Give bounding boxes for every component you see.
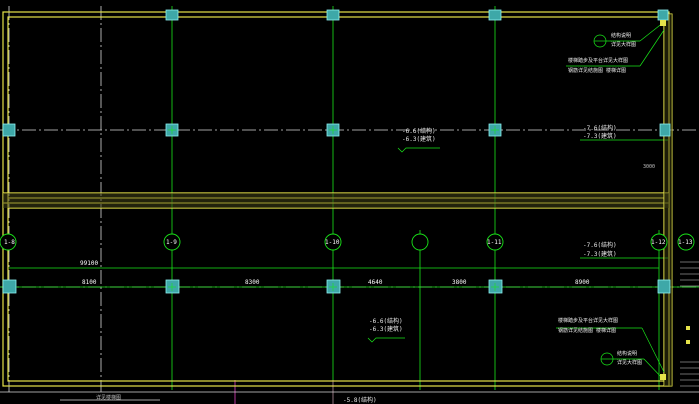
elevation-markers (367, 147, 440, 343)
axis-label: 1-13 (678, 239, 693, 246)
right-shaft-fill (664, 14, 672, 386)
bottom-note: 详见楼梯图 (96, 394, 121, 401)
dimension-span: 4640 (368, 279, 383, 286)
dimension-span: 3800 (452, 279, 467, 286)
callout-title: 结构说明 (611, 32, 631, 39)
column (488, 279, 503, 294)
wall-fill (3, 193, 669, 208)
callout-subtitle: 详见大样图 (611, 41, 636, 48)
axis-label: 1-10 (325, 239, 340, 246)
column (657, 9, 669, 21)
elevation-text: -7.6(结构) (583, 241, 617, 249)
leader-lines-upper (566, 21, 665, 67)
dimension-span: 8900 (575, 279, 590, 286)
axis-label: 1-8 (4, 239, 15, 246)
column (326, 279, 341, 294)
column (657, 279, 671, 294)
grid-axes-horizontal (0, 139, 699, 288)
axis-bubble (677, 233, 695, 251)
elevation-text: -7.3(建筑) (583, 132, 617, 140)
column (488, 9, 502, 21)
side-dimension: 3000 (643, 164, 655, 170)
columns (2, 9, 671, 294)
axis-bubble (0, 233, 17, 251)
axis-label: 1-11 (487, 239, 502, 246)
elevation-text: -6.6(结构) (402, 127, 436, 135)
column (659, 123, 671, 137)
callout-title: 结构说明 (617, 350, 637, 357)
axis-bubble (486, 233, 504, 251)
dimension-overall: 99100 (80, 260, 98, 267)
stair-marks (660, 20, 690, 380)
axis-bubble (411, 233, 429, 251)
column (165, 279, 180, 294)
elevation-text: -6.3(建筑) (402, 135, 436, 143)
bottom-edge (0, 391, 699, 401)
axis-label: 1-9 (166, 239, 177, 246)
column (326, 9, 340, 21)
stair-hatch (680, 261, 699, 387)
callout-subtitle: 详见大样图 (617, 359, 642, 366)
column (2, 279, 17, 294)
note-text: 楼梯踏步及平台详见大样图 (568, 57, 628, 64)
note-text: 钢筋详见结施图 楼梯详图 (558, 327, 616, 334)
column (165, 9, 179, 21)
elevation-text: -6.3(建筑) (369, 325, 403, 333)
column-cross-marks (168, 126, 499, 291)
note-text: 钢筋详见结施图 楼梯详图 (568, 67, 626, 74)
grid-bubbles (0, 233, 695, 251)
axis-bubble (650, 233, 668, 251)
axis-bubble (163, 233, 181, 251)
elevation-text: -7.3(建筑) (583, 250, 617, 258)
note-text: 楼梯踏步及平台详见大样图 (558, 317, 618, 324)
dimension-span: 8100 (82, 279, 97, 286)
elevation-text: -6.6(结构) (369, 317, 403, 325)
dimension-span: 8300 (245, 279, 260, 286)
column (2, 123, 16, 137)
elevation-text: -5.8(结构) (343, 396, 377, 404)
elevation-text: -7.6(结构) (583, 124, 617, 132)
axis-label: 1-12 (651, 239, 666, 246)
axis-bubble (324, 233, 342, 251)
